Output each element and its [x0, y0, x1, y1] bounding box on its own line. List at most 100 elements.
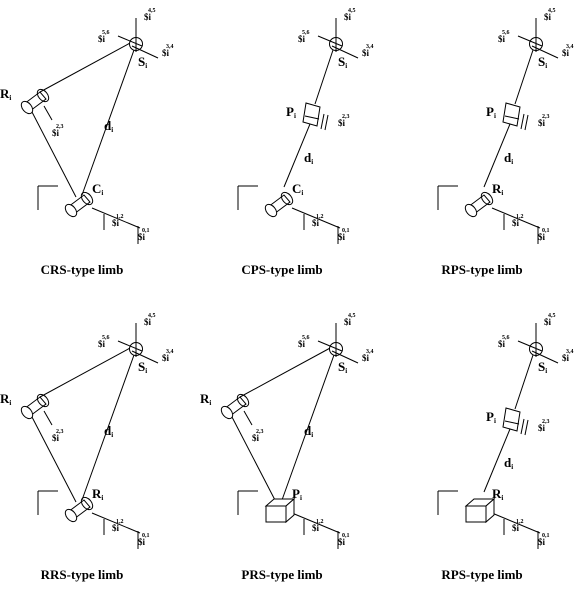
spherical-joint: [517, 323, 559, 364]
twist-symbol: $i: [338, 232, 346, 242]
twist-superscript: 1,2: [316, 214, 324, 220]
twist-superscript: 2,3: [256, 429, 264, 435]
link-top: [39, 41, 133, 93]
cylinder-end: [64, 508, 78, 523]
twist-symbol: $i: [362, 353, 370, 363]
caption: RPS-type limb: [441, 262, 522, 277]
prismatic-sleeve: [302, 102, 321, 127]
twist-symbol: $i: [498, 339, 506, 349]
cylinder-end: [20, 405, 34, 420]
spherical-joint: [317, 323, 359, 364]
link-lower: [483, 123, 511, 188]
label-link: di: [304, 423, 313, 439]
twist-label-s56: 5,6$i: [98, 335, 110, 349]
twist-label-s01: 0,1$i: [538, 228, 550, 242]
twist-label-s56: 5,6$i: [498, 30, 510, 44]
prismatic-joint: [502, 407, 529, 436]
spherical-joint: [517, 18, 559, 59]
twist-superscript: 3,4: [166, 44, 174, 50]
base-axis: [91, 512, 141, 534]
twist-label-s01: 0,1$i: [538, 533, 550, 547]
twist-label-s56: 5,6$i: [98, 30, 110, 44]
label-upper-joint: Si: [338, 54, 347, 70]
spherical-joint: [117, 323, 159, 364]
twist-symbol: $i: [98, 339, 106, 349]
twist-superscript: 0,1: [342, 228, 350, 234]
twist-symbol: $i: [162, 353, 170, 363]
cylinder-far-end: [280, 191, 294, 206]
twist-superscript: 0,1: [142, 533, 150, 539]
twist-symbol: $i: [338, 537, 346, 547]
twist-superscript: 5,6: [302, 335, 310, 341]
twist-symbol: $i: [98, 34, 106, 44]
twist-label-s56: 5,6$i: [498, 335, 510, 349]
twist-symbol: $i: [252, 433, 260, 443]
caption: RRS-type limb: [41, 567, 124, 582]
twist-symbol: $i: [544, 12, 552, 22]
sphere-axis-left: [517, 35, 543, 47]
twist-label-s34: 3,4$i: [362, 44, 374, 58]
twist-symbol: $i: [498, 34, 506, 44]
twist-symbol: $i: [52, 433, 60, 443]
twist-superscript: 3,4: [566, 44, 574, 50]
twist-symbol: $i: [312, 218, 320, 228]
twist-superscript: 4,5: [548, 313, 556, 319]
twist-superscript: 5,6: [102, 335, 110, 341]
twist-symbol: $i: [562, 48, 570, 58]
twist-label-s01: 0,1$i: [138, 228, 150, 242]
prismatic-mark-a: [520, 418, 525, 435]
label-middle-joint: Pi: [286, 104, 296, 120]
twist-superscript: 4,5: [348, 8, 356, 14]
base-axis: [291, 512, 341, 534]
label-lower-joint: Ri: [492, 486, 503, 502]
twist-symbol: $i: [138, 232, 146, 242]
twist-superscript: 4,5: [348, 313, 356, 319]
twist-superscript: 5,6: [302, 30, 310, 36]
link-top: [39, 346, 133, 398]
twist-label-s45: 4,5$i: [144, 8, 156, 22]
prismatic-joint-lower: [464, 497, 496, 524]
twist-label-s23: 2,3$i: [52, 429, 64, 443]
label-link: di: [104, 423, 113, 439]
link-stub: [243, 410, 253, 426]
label-link: di: [304, 150, 313, 166]
cube-front: [465, 505, 487, 523]
link-lower: [483, 428, 511, 493]
twist-label-s12: 1,2$i: [312, 519, 324, 533]
caption: PRS-type limb: [241, 567, 322, 582]
spherical-joint: [117, 18, 159, 59]
twist-symbol: $i: [562, 353, 570, 363]
twist-symbol: $i: [344, 317, 352, 327]
label-lower-joint: Ci: [92, 181, 103, 197]
label-link: di: [104, 118, 113, 134]
sphere-axis-left: [317, 35, 343, 47]
twist-label-s34: 3,4$i: [562, 349, 574, 363]
prismatic-sleeve: [502, 102, 521, 127]
twist-superscript: 4,5: [148, 8, 156, 14]
twist-superscript: 0,1: [142, 228, 150, 234]
caption: CRS-type limb: [41, 262, 124, 277]
twist-symbol: $i: [298, 34, 306, 44]
twist-superscript: 0,1: [542, 228, 550, 234]
link-stub: [43, 105, 53, 121]
label-middle-joint: Ri: [0, 86, 11, 102]
twist-label-s45: 4,5$i: [344, 8, 356, 22]
prismatic-mark-a: [320, 113, 325, 130]
label-lower-joint: Ci: [292, 181, 303, 197]
twist-superscript: 0,1: [342, 533, 350, 539]
link-top: [239, 346, 333, 398]
prismatic-joint: [302, 102, 329, 131]
link-diagonal: [81, 49, 135, 196]
cylinder-end: [20, 100, 34, 115]
label-middle-joint: Pi: [486, 409, 496, 425]
sphere-axis-left: [317, 340, 343, 352]
link-side: [31, 111, 77, 198]
label-middle-joint: Ri: [200, 391, 211, 407]
twist-label-s23: 2,3$i: [338, 114, 350, 128]
twist-superscript: 2,3: [56, 429, 64, 435]
caption: CPS-type limb: [241, 262, 322, 277]
